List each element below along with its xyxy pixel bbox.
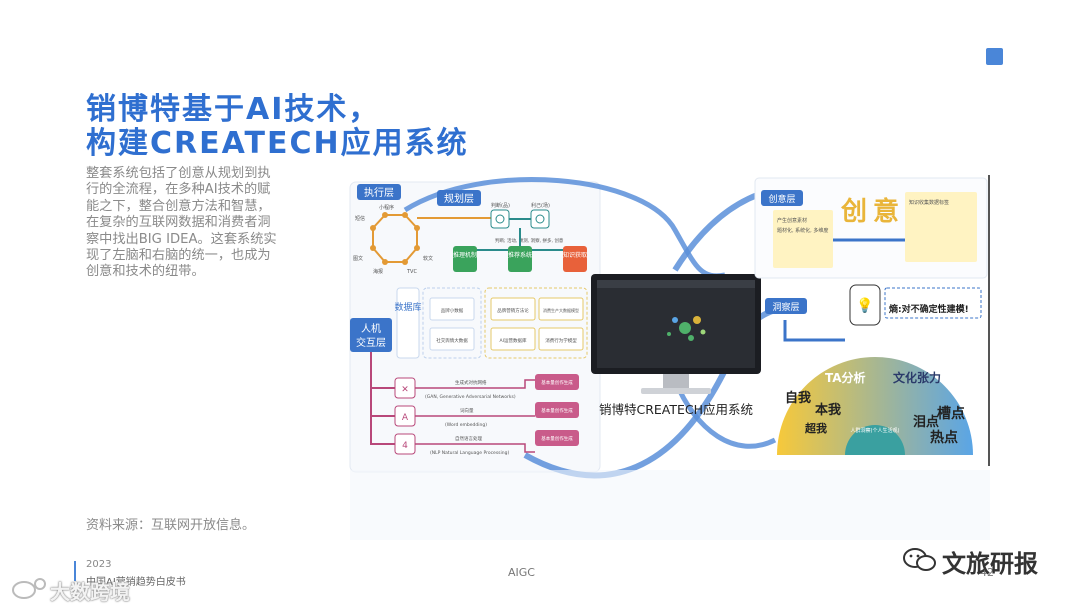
- hci-layer: 人机 交互层 ✕ A 4 生成式对抗网络 (GAN, Generative Ad…: [350, 318, 579, 456]
- layer-label-insight: 洞察层: [772, 301, 799, 313]
- ta-item: 槽点: [937, 405, 965, 422]
- db-box-label: 消费行为学模型: [545, 337, 577, 344]
- exec-node-label: 小程序: [379, 204, 394, 211]
- planning-node-label: 判断(品): [491, 202, 510, 209]
- lightbulb-icon: 💡: [856, 297, 873, 314]
- creative-big-char: 创: [840, 197, 867, 227]
- exec-node-label: 软文: [423, 255, 433, 262]
- description-paragraph: 整套系统包括了创意从规划到执行的全流程，在多种AI技术的赋能之下，整合创意方法和…: [86, 166, 277, 280]
- source-note: 资料来源：互联网开放信息。: [86, 518, 256, 533]
- layer-label-creative: 创意层: [768, 193, 795, 205]
- hci-item-sub: (NLP Natural Language Processing): [430, 450, 509, 456]
- ta-item: 自我: [785, 390, 811, 406]
- monitor: 销博特CREATECH应用系统: [591, 274, 761, 417]
- corner-accent-square: [986, 48, 1003, 65]
- db-box-label: 社交舆情大数据: [436, 337, 468, 344]
- insight-line: 熵:对不确定性建模!: [888, 303, 969, 315]
- svg-text:4: 4: [402, 441, 408, 451]
- createch-system-diagram: 执行层 小程序 短信 图文 海报 TVC 软文 规划层 判断(品) 利己(场) …: [349, 175, 990, 540]
- creative-text: 产生创意素材: [777, 217, 807, 224]
- exec-node-label: 图文: [353, 255, 363, 262]
- hci-right-label: 基本量创作生成: [541, 407, 573, 414]
- planning-node-label: 利己(场): [531, 202, 550, 209]
- hci-right-label: 基本量创作生成: [541, 435, 573, 442]
- watermark-right: 文旅研报: [942, 550, 1038, 578]
- layer-label-database: 数据库: [394, 301, 421, 313]
- footer-report-title: 中国AI营销趋势白皮书: [86, 577, 186, 588]
- exec-node-label: 短信: [355, 215, 365, 222]
- db-box-label: 品牌小数据: [441, 307, 464, 314]
- mechanism-row: 推理机制 推荐系统 知识获取: [453, 246, 587, 272]
- ta-item: 热点: [930, 429, 958, 446]
- ta-item: 泪点: [913, 414, 939, 430]
- svg-text:A: A: [402, 413, 409, 423]
- insight-layer: 洞察层 💡 熵:对不确定性建模!: [765, 284, 982, 342]
- wechat-icon: [903, 548, 936, 571]
- page-title-line2: 构建CREATECH应用系统: [86, 126, 469, 161]
- page-number: 42: [980, 566, 994, 579]
- monitor-caption: 销博特CREATECH应用系统: [599, 402, 753, 417]
- layer-label-hci-2: 交互层: [356, 336, 386, 349]
- db-box-label: AI运营数据库: [500, 337, 527, 344]
- ta-item: 本我: [815, 402, 841, 418]
- ta-analysis: TA分析 文化张力 自我 本我 超我 泪点 槽点 热点 人群洞察(个人生活观): [777, 357, 973, 455]
- page-title-line1: 销博特基于AI技术，: [86, 92, 381, 127]
- blue-swoosh-bottom2: [672, 379, 777, 449]
- planning-caption: 判断; 活动, 预测, 洞察, 拼多, 创意: [495, 237, 564, 244]
- layer-label-planning: 规划层: [444, 192, 474, 205]
- hci-item-label: 自然语言处理: [455, 435, 482, 442]
- db-box-label: 消费生产大数据模型: [543, 307, 579, 313]
- watermark-left: 大数跨境: [50, 580, 130, 604]
- exec-node-label: 海报: [373, 268, 383, 275]
- svg-text:✕: ✕: [401, 385, 409, 395]
- mechanism-label: 推荐系统: [508, 251, 532, 259]
- layer-label-execution: 执行层: [364, 186, 394, 199]
- mechanism-label: 知识获取: [563, 251, 587, 259]
- exec-node-label: TVC: [406, 269, 417, 275]
- weibo-icon: [12, 578, 46, 599]
- mechanism-label: 推理机制: [453, 251, 477, 259]
- footer-accent-bar: [74, 561, 76, 581]
- creative-big-char: 意: [873, 196, 899, 227]
- footer-year: 2023: [86, 559, 112, 570]
- hci-item-sub: (Word embedding): [445, 422, 487, 428]
- hci-item-label: 词向量: [460, 407, 474, 414]
- hci-right-label: 基本量创作生成: [541, 379, 573, 386]
- hci-item-label: 生成式对抗网络: [455, 379, 487, 386]
- ta-center: 人群洞察(个人生活观): [851, 427, 900, 434]
- creative-text: 题材化, 系统化, 多维度: [777, 227, 828, 234]
- blue-swoosh-top: [403, 177, 726, 279]
- creative-text: 知识收集数据标签: [909, 199, 949, 206]
- ta-item: 超我: [804, 421, 827, 435]
- hci-item-sub: (GAN, Generative Adversarial Networks): [425, 394, 516, 400]
- ta-tension: 文化张力: [893, 370, 941, 385]
- db-box-label: 品牌营销方法论: [497, 307, 529, 314]
- database-layer: 数据库 品牌小数据 品牌营销方法论 消费生产大数据模型 社交舆情大数据 AI运营…: [394, 287, 588, 359]
- creative-layer: 创意层 产生创意素材 题材化, 系统化, 多维度 创 意 知识收集数据标签: [754, 177, 988, 279]
- layer-label-hci-1: 人机: [361, 322, 381, 335]
- footer-center-label: AIGC: [508, 566, 535, 579]
- ta-title: TA分析: [825, 370, 866, 385]
- execution-layer: 执行层 小程序 短信 图文 海报 TVC 软文: [353, 184, 493, 275]
